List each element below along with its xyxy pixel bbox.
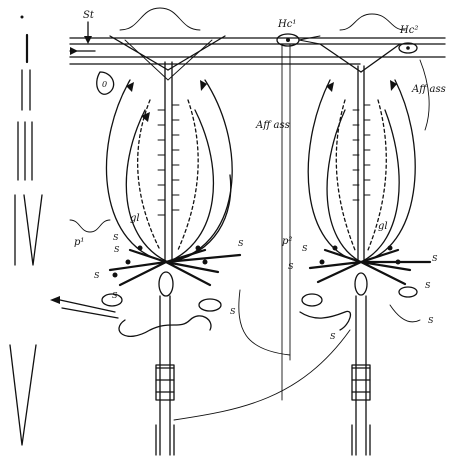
hc1-axon-b	[298, 39, 321, 45]
right-s-fibre	[389, 304, 421, 323]
right-dash-l	[335, 99, 356, 251]
text-labels: St Hc¹ Hc² Aff ass Aff ass gl gl p¹ p² 0…	[74, 10, 446, 341]
left-loop-outer-l	[105, 79, 169, 263]
label-s-11: S	[330, 332, 336, 341]
left-synapse-5	[112, 272, 118, 278]
right-basal-dendrites	[308, 248, 432, 286]
right-synapse-2	[319, 259, 325, 265]
label-s-1: S	[113, 233, 119, 242]
right-lower-cell-l	[301, 293, 323, 307]
left-synapse-3	[195, 245, 201, 251]
left-myelin-stripes	[155, 367, 175, 393]
left-side-loop	[167, 174, 232, 263]
left-loop-inner-l	[125, 109, 169, 263]
cross-axon-1	[173, 329, 351, 421]
left-myelin-2	[155, 424, 175, 456]
label-st: St	[83, 10, 95, 21]
label-gl-right: gl	[378, 221, 388, 232]
right-loop-outer-r	[360, 79, 416, 263]
vertical-fibres	[281, 43, 430, 401]
label-s-3: S	[94, 271, 100, 280]
dot-mark	[20, 15, 24, 19]
right-dash-r	[367, 99, 387, 251]
left-basal-dendrites	[108, 248, 242, 287]
right-basket	[299, 310, 352, 331]
label-o: 0	[102, 80, 107, 89]
potential-wave-left	[119, 7, 201, 31]
left-lower-fibres	[59, 299, 119, 319]
aff-ass-right-fibre	[419, 59, 430, 131]
right-soma	[354, 272, 368, 296]
label-p2: p²	[282, 236, 292, 247]
cross-axon-2	[238, 289, 291, 356]
hc1-nucleus	[286, 38, 290, 42]
left-basket	[118, 315, 212, 337]
label-s-10: S	[428, 316, 434, 325]
p1-wave	[69, 219, 111, 233]
label-s-2: S	[114, 245, 120, 254]
left-dash-l	[137, 99, 161, 251]
left-synapse-2	[125, 259, 131, 265]
right-fan-b	[360, 43, 401, 73]
label-s-12: S	[112, 291, 118, 300]
hc1-axon-a	[298, 35, 321, 41]
left-synapse-4	[202, 259, 208, 265]
label-s-6: S	[302, 244, 308, 253]
left-fan-b	[167, 35, 226, 71]
label-s-5: S	[230, 307, 236, 316]
right-lower-cell-r	[398, 286, 418, 298]
label-gl-left: gl	[130, 213, 140, 224]
left-myelin-1	[155, 364, 175, 401]
right-myelin-1	[351, 364, 371, 401]
left-fan-d	[167, 39, 213, 81]
left-lower-arrow	[50, 296, 60, 304]
left-column	[50, 35, 242, 456]
right-fan-a	[319, 43, 362, 73]
label-s-9: S	[425, 281, 431, 290]
label-hc1: Hc¹	[277, 19, 296, 30]
label-s-7: S	[288, 262, 294, 271]
right-myelin-2	[351, 424, 371, 456]
right-loop-inner-r	[360, 109, 400, 263]
left-fan-c	[124, 39, 169, 81]
left-arrow-1	[126, 82, 134, 92]
right-myelin-stripes	[351, 367, 371, 393]
left-spines	[157, 104, 180, 216]
left-lower-cell-l	[101, 293, 123, 307]
right-loop-outer-l	[307, 79, 362, 263]
left-lower-cell-r	[198, 298, 222, 312]
layer-IV-mark-v	[23, 194, 43, 266]
right-arrow-2	[390, 80, 397, 91]
label-hc2: Hc²	[399, 25, 418, 36]
left-arrow-3	[141, 112, 150, 122]
potential-wave-right	[339, 13, 406, 31]
left-soma	[158, 271, 174, 297]
label-aff-ass-right: Aff ass	[411, 84, 446, 95]
hc2-cell	[398, 42, 418, 54]
left-dash-r	[177, 99, 199, 251]
left-loop-inner-r	[167, 109, 214, 263]
right-spines	[352, 104, 371, 201]
right-synapse-1	[332, 245, 338, 251]
right-loop-inner-l	[326, 109, 362, 263]
top-fibres	[69, 7, 446, 65]
label-s-4: S	[238, 239, 244, 248]
right-arrow-1	[326, 82, 334, 92]
left-synapse-1	[137, 245, 143, 251]
label-aff-ass-left: Aff ass	[255, 120, 290, 131]
layer-labels	[9, 15, 43, 446]
right-synapse-4	[395, 259, 401, 265]
layer-V-mark-v	[9, 344, 37, 446]
right-synapse-3	[387, 245, 393, 251]
left-arrow-2	[200, 80, 207, 91]
left-upper-cell	[96, 71, 115, 95]
label-s-8: S	[432, 254, 438, 263]
label-p1: p¹	[74, 237, 84, 248]
st-arrow-head	[84, 36, 92, 44]
hc2-nucleus	[406, 46, 410, 50]
right-column	[173, 43, 432, 456]
